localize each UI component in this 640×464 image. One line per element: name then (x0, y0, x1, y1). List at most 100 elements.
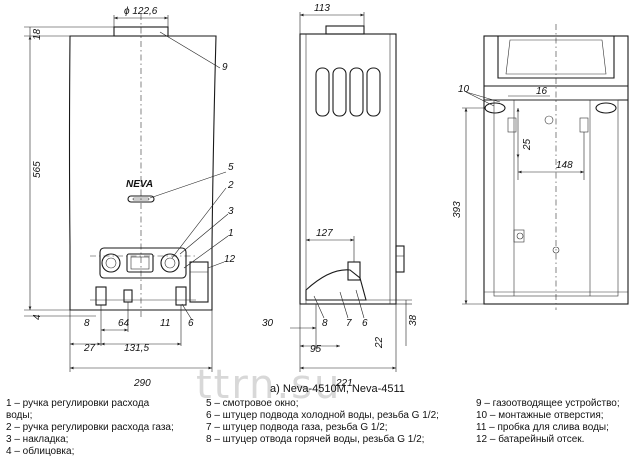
legend-item: 9 – газоотводящее устройство; (476, 398, 620, 409)
callout-12: 12 (224, 254, 236, 265)
legend-item: 12 – батарейный отсек. (476, 434, 585, 445)
legend-item: 1 – ручка регулировки расхода (6, 398, 150, 409)
dim-22: 22 (374, 336, 385, 349)
water-knob-inner (105, 257, 117, 269)
side-button (395, 245, 405, 273)
front-pipe-left (95, 286, 107, 306)
dim-148: 148 (556, 160, 573, 171)
dim-11: 11 (160, 318, 170, 329)
callout-10: 10 (458, 84, 470, 95)
dim-30: 30 (262, 318, 274, 329)
rear-tab-right (579, 117, 589, 133)
leader-side-7 (339, 291, 349, 319)
gas-knob-inner (164, 257, 176, 269)
callout-2: 2 (227, 180, 234, 191)
legend-column-3: 9 – газоотводящее устройство; 10 – монта… (476, 398, 638, 446)
rear-inner-frame (493, 99, 619, 297)
rear-low-hole-1 (516, 232, 524, 240)
legend-item: 10 – монтажные отверстия; (476, 410, 604, 421)
leader-side-6 (355, 289, 365, 319)
leader-6 (181, 303, 193, 321)
callout-3: 3 (228, 206, 234, 217)
legend-item: 3 – накладка; (6, 434, 69, 445)
dim-top-gap: 18 (32, 28, 43, 40)
dim-393: 393 (452, 201, 463, 218)
dim-221: 221 (335, 378, 353, 389)
watermark: ttrn.su (196, 362, 341, 408)
leader-12 (207, 261, 225, 269)
side-vent-3 (349, 67, 364, 117)
display-inner (130, 256, 150, 270)
viewing-window-inner (132, 197, 150, 201)
side-bottom-fittings (305, 269, 367, 301)
control-panel (99, 247, 187, 279)
legend-item: 4 – облицовка; (6, 446, 75, 457)
rear-view: 16 25 148 393 10 (452, 24, 629, 310)
legend-column-2: 5 – смотровое окно; 6 – штуцер подвода х… (206, 398, 466, 446)
legend-item: воды; (6, 410, 33, 421)
rear-flue-hood (497, 35, 615, 79)
brand-logo: NEVA (126, 179, 153, 190)
front-pipe-right (175, 286, 187, 306)
battery-box (189, 261, 209, 303)
front-view: NEVA ϕ 122,6 18 565 4 (24, 6, 236, 389)
side-flue (325, 25, 365, 35)
dim-127: 127 (316, 228, 333, 239)
leader-10a (465, 91, 495, 107)
legend-column-1: 1 – ручка регулировки расхода воды; 2 – … (6, 398, 202, 458)
dim-38: 38 (408, 314, 419, 326)
dim-25: 25 (522, 138, 533, 151)
side-vent-2 (332, 67, 347, 117)
dim-290: 290 (133, 378, 151, 389)
dim-diameter: ϕ 122,6 (124, 6, 158, 17)
viewing-window (127, 195, 155, 203)
leader-9 (159, 31, 221, 69)
side-body (299, 33, 397, 305)
dim-bottom-gap: 4 (32, 314, 43, 320)
side-vent-4 (366, 67, 381, 117)
rear-tab-left (507, 117, 517, 133)
rear-flue-hood-detail (505, 39, 607, 75)
callout-5: 5 (228, 162, 234, 173)
side-view: 113 127 30 95 221 38 22 8 7 6 (262, 3, 419, 389)
dim-27: 27 (83, 343, 96, 354)
leader-2 (171, 187, 227, 259)
dim-height: 565 (32, 161, 43, 178)
gas-knob (160, 253, 180, 273)
leader-1 (183, 235, 229, 269)
legend-item: 6 – штуцер подвода холодной воды, резьба… (206, 410, 439, 421)
dim-1315: 131,5 (124, 343, 149, 354)
mounting-hole-right (595, 102, 617, 114)
callout-1: 1 (228, 228, 234, 239)
legend-item: 2 – ручка регулировки расхода газа; (6, 422, 174, 433)
dim-95: 95 (310, 344, 322, 355)
callout-side-6: 6 (362, 318, 368, 329)
callout-9: 9 (222, 62, 228, 73)
leader-3 (179, 213, 229, 255)
leader-5 (149, 171, 227, 199)
legend-item: 8 – штуцер отвода горячей воды, резьба G… (206, 434, 425, 445)
dim-16: 16 (536, 86, 548, 97)
rear-center-hole (544, 115, 554, 125)
callout-6: 6 (188, 318, 194, 329)
dim-64: 64 (118, 318, 130, 329)
rear-low-tab (513, 229, 525, 243)
legend-item: 11 – пробка для слива воды; (476, 422, 609, 433)
mounting-hole-left (484, 102, 506, 114)
legend-item: 5 – смотровое окно; (206, 398, 299, 409)
display (126, 253, 154, 273)
callout-side-8: 8 (322, 318, 328, 329)
side-gas-fitting (347, 261, 361, 281)
leader-side-8 (313, 295, 325, 319)
dim-113: 113 (314, 3, 330, 14)
water-knob (101, 253, 121, 273)
dim-8: 8 (84, 318, 90, 329)
drawing-caption: а) Neva-4510M, Neva-4511 (270, 383, 405, 395)
callout-side-7: 7 (346, 318, 352, 329)
legend-item: 7 – штуцер подвода газа, резьба G 1/2; (206, 422, 388, 433)
leader-10b (465, 91, 501, 103)
side-vent-1 (315, 67, 330, 117)
rear-low-hole-2 (552, 246, 560, 254)
